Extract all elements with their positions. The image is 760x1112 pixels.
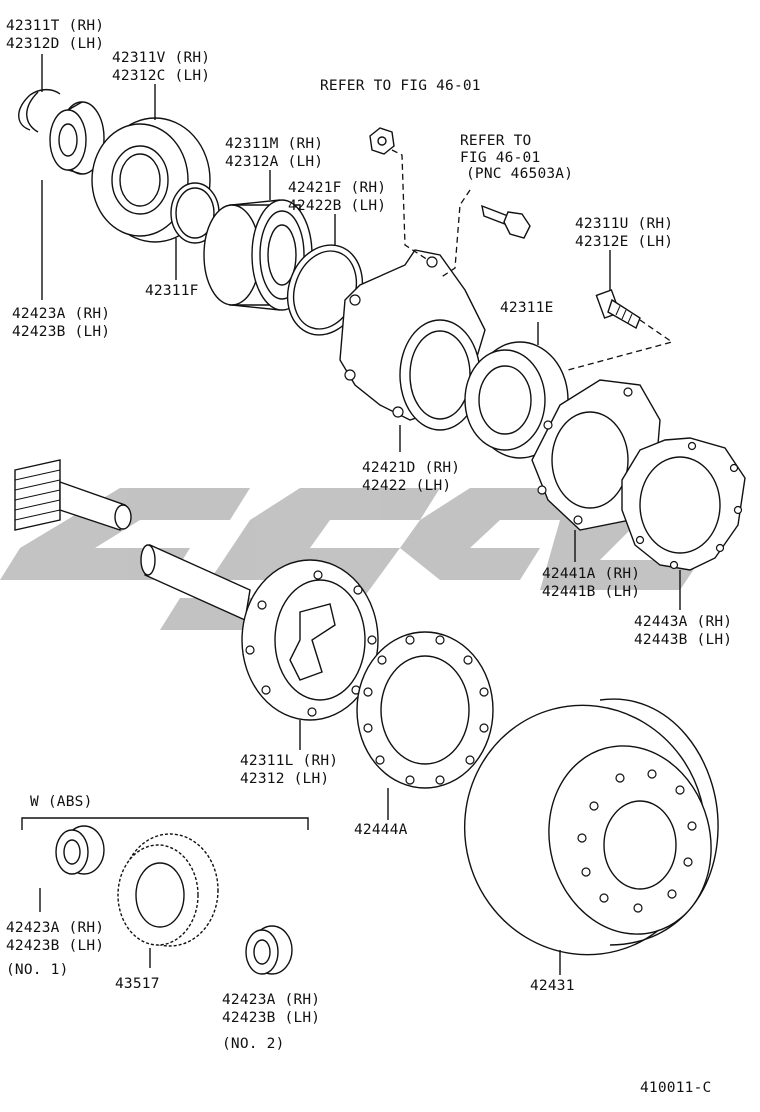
- label-42421d-rh: 42421D (RH): [362, 460, 460, 476]
- label-42311v-rh: 42311V (RH): [112, 50, 210, 66]
- label-42311l-rh: 42311L (RH): [240, 753, 338, 769]
- label-42443a-rh: 42443A (RH): [634, 614, 732, 630]
- label-42444a: 42444A: [354, 822, 408, 838]
- gasket-42443a: [621, 437, 746, 571]
- oil-seal-42311e: [464, 341, 569, 459]
- oil-seal-42311v: [91, 117, 211, 243]
- abs-group-bracket: [21, 817, 309, 830]
- label-42312-lh: 42312 (LH): [240, 771, 329, 787]
- label-abs-42423a-rh-2: 42423A (RH): [222, 992, 320, 1008]
- label-42312e-lh: 42312E (LH): [575, 234, 673, 250]
- refer-fig-46-01-top: REFER TO FIG 46-01: [320, 78, 481, 94]
- bearing-cone-42423a: [49, 101, 105, 175]
- label-42441a-rh: 42441A (RH): [542, 566, 640, 582]
- label-42311f: 42311F: [145, 283, 199, 299]
- label-abs-no2: (NO. 2): [222, 1036, 285, 1052]
- hex-nut: [369, 127, 429, 261]
- label-42422b-lh: 42422B (LH): [288, 198, 386, 214]
- label-42311e: 42311E: [500, 300, 554, 316]
- label-42312a-lh: 42312A (LH): [225, 154, 323, 170]
- label-43517: 43517: [115, 976, 160, 992]
- label-42421f-rh: 42421F (RH): [288, 180, 386, 196]
- abs-bearing-no1: [39, 825, 105, 912]
- label-42443b-lh: 42443B (LH): [634, 632, 732, 648]
- label-42312d-lh: 42312D (LH): [6, 36, 104, 52]
- label-w-abs: W (ABS): [30, 794, 93, 810]
- label-abs-42423b-lh-1: 42423B (LH): [6, 938, 104, 954]
- hub-bolt-42311u: [567, 289, 674, 371]
- leader-lines: [41, 54, 681, 820]
- abs-rotor-43517: [117, 833, 219, 968]
- refer-to-label: REFER TO: [460, 133, 531, 149]
- refer-pnc-46503a: (PNC 46503A): [466, 166, 573, 182]
- gasket-42444a: [356, 631, 494, 789]
- part-labels: 42311T (RH) 42312D (LH) 42311V (RH) 4231…: [6, 18, 732, 1096]
- refer-fig-46-01-mid: FIG 46-01: [460, 150, 540, 166]
- bolt-46503a: [439, 189, 531, 279]
- label-42423b-lh: 42423B (LH): [12, 324, 110, 340]
- label-42312c-lh: 42312C (LH): [112, 68, 210, 84]
- axle-shaft-42311l: [14, 459, 379, 721]
- label-42422-lh: 42422 (LH): [362, 478, 451, 494]
- figure-id: 410011-C: [640, 1080, 711, 1096]
- snap-ring-42311t: [18, 88, 61, 133]
- abs-bearing-no2: [245, 925, 293, 975]
- label-abs-42423b-lh-2: 42423B (LH): [222, 1010, 320, 1026]
- label-abs-no1: (NO. 1): [6, 962, 69, 978]
- label-42423a-rh: 42423A (RH): [12, 306, 110, 322]
- label-42441b-lh: 42441B (LH): [542, 584, 640, 600]
- label-42311t-rh: 42311T (RH): [6, 18, 104, 34]
- bearing-retainer-42421d: [339, 249, 486, 452]
- label-42311u-rh: 42311U (RH): [575, 216, 673, 232]
- label-42431: 42431: [530, 978, 575, 994]
- label-42311m-rh: 42311M (RH): [225, 136, 323, 152]
- brake-drum-42431: [463, 698, 719, 975]
- label-abs-42423a-rh-1: 42423A (RH): [6, 920, 104, 936]
